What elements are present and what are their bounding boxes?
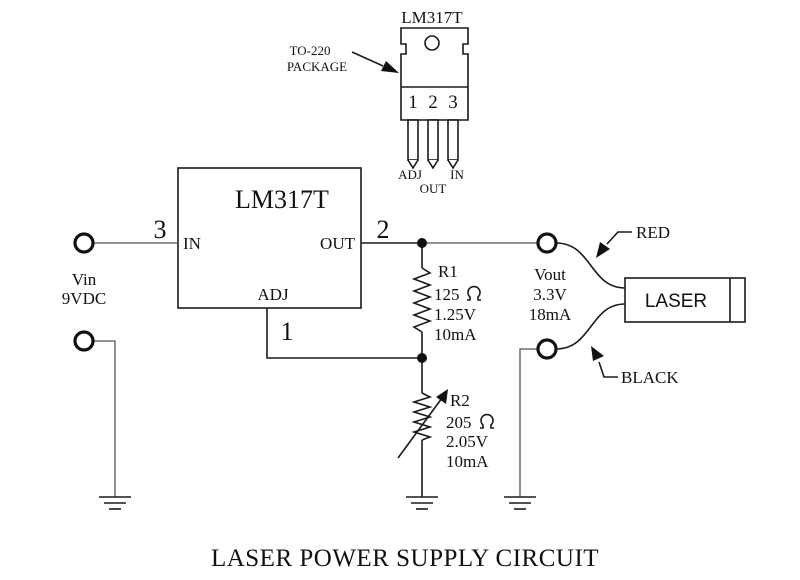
package-leg-tip-3 bbox=[447, 159, 459, 170]
diagram-title: LASER POWER SUPPLY CIRCUIT bbox=[211, 545, 599, 572]
package-pin-number-3: 3 bbox=[448, 92, 458, 113]
junction-node-adj bbox=[417, 353, 427, 363]
package-label-line1: TO-220 bbox=[290, 43, 331, 58]
regulator-pin-adj: 1 bbox=[281, 317, 294, 346]
laser-red-lead bbox=[555, 242, 626, 289]
to220-package: LM317T 1 2 3 ADJ OUT IN TO-220 PACKAGE bbox=[287, 8, 469, 196]
vout-current: 18mA bbox=[529, 305, 572, 324]
r1-ohm-icon bbox=[467, 285, 481, 301]
junction-node-out bbox=[417, 238, 427, 248]
wires bbox=[93, 238, 538, 497]
r1-zigzag bbox=[411, 267, 433, 333]
package-leg-3 bbox=[447, 119, 459, 161]
red-callout-arrow bbox=[596, 242, 610, 258]
laser-label: LASER bbox=[645, 291, 707, 312]
vout-voltage: 3.3V bbox=[533, 285, 567, 304]
laser-black-wire-label: BLACK bbox=[621, 368, 679, 387]
vin-label: Vin bbox=[72, 270, 97, 289]
vin-voltage: 9VDC bbox=[62, 289, 106, 308]
vout-plus-terminal bbox=[536, 232, 558, 254]
wire-vout-minus-to-ground bbox=[519, 348, 538, 497]
resistor-r2: R2 205 2.05V 10mA bbox=[397, 389, 494, 471]
r1-resistance: 125 bbox=[434, 285, 460, 304]
package-tab bbox=[400, 27, 469, 121]
input-terminals: Vin 9VDC bbox=[62, 232, 106, 352]
vin-minus-terminal bbox=[73, 330, 95, 352]
r2-voltage: 2.05V bbox=[446, 432, 489, 451]
ground-symbol-r2 bbox=[406, 496, 438, 510]
regulator-pin-out: 2 bbox=[377, 215, 390, 244]
r2-current: 10mA bbox=[446, 452, 489, 471]
regulator-adj-label: ADJ bbox=[257, 285, 289, 304]
regulator-body bbox=[177, 167, 362, 309]
r2-zigzag bbox=[411, 392, 433, 441]
package-label-line2: PACKAGE bbox=[287, 59, 347, 74]
vin-plus-terminal bbox=[73, 232, 95, 254]
package-part-label: LM317T bbox=[401, 8, 463, 27]
laser-red-wire-label: RED bbox=[636, 223, 670, 242]
vout-label: Vout bbox=[534, 265, 566, 284]
r2-adjust-line bbox=[397, 397, 443, 459]
r2-adjust-arrow bbox=[436, 389, 448, 404]
package-pin-name-adj: ADJ bbox=[398, 167, 422, 182]
package-pin-name-out: OUT bbox=[420, 181, 447, 196]
package-leg-tip-1 bbox=[407, 159, 419, 170]
regulator-in-label: IN bbox=[183, 234, 201, 253]
r2-name: R2 bbox=[450, 391, 470, 410]
regulator-part-label: LM317T bbox=[235, 185, 329, 214]
r1-voltage: 1.25V bbox=[434, 305, 477, 324]
package-mounting-hole bbox=[424, 35, 440, 51]
wire-vin-minus-to-ground bbox=[93, 340, 116, 497]
r2-resistance: 205 bbox=[446, 413, 472, 432]
package-pin-number-1: 1 bbox=[408, 92, 418, 113]
vout-minus-terminal bbox=[536, 338, 558, 360]
resistor-r1: R1 125 1.25V 10mA bbox=[411, 262, 481, 344]
r1-name: R1 bbox=[438, 262, 458, 281]
package-callout-arrow bbox=[381, 61, 399, 73]
package-leg-1 bbox=[407, 119, 419, 161]
regulator-pin-in: 3 bbox=[154, 215, 167, 244]
ground-symbol-vin bbox=[99, 496, 131, 510]
regulator-out-label: OUT bbox=[320, 234, 356, 253]
output-terminals: Vout 3.3V 18mA bbox=[529, 232, 572, 360]
black-callout-line bbox=[598, 361, 618, 378]
regulator-block: LM317T IN OUT ADJ 3 2 1 bbox=[154, 167, 390, 346]
package-leg-2 bbox=[427, 119, 439, 161]
black-callout-arrow bbox=[591, 346, 604, 361]
laser-black-lead bbox=[555, 303, 626, 350]
r2-ohm-icon bbox=[480, 413, 494, 429]
laser-body bbox=[624, 277, 746, 323]
r1-current: 10mA bbox=[434, 325, 477, 344]
package-leg-tip-2 bbox=[427, 159, 439, 170]
ground-symbol-vout bbox=[504, 496, 536, 510]
wire-adj-to-node2 bbox=[266, 308, 422, 359]
red-callout-line bbox=[606, 231, 632, 245]
package-callout-line bbox=[351, 51, 384, 67]
package-pin-number-2: 2 bbox=[428, 92, 438, 113]
package-pin-name-in: IN bbox=[450, 167, 464, 182]
laser-module: LASER RED BLACK bbox=[555, 223, 746, 387]
